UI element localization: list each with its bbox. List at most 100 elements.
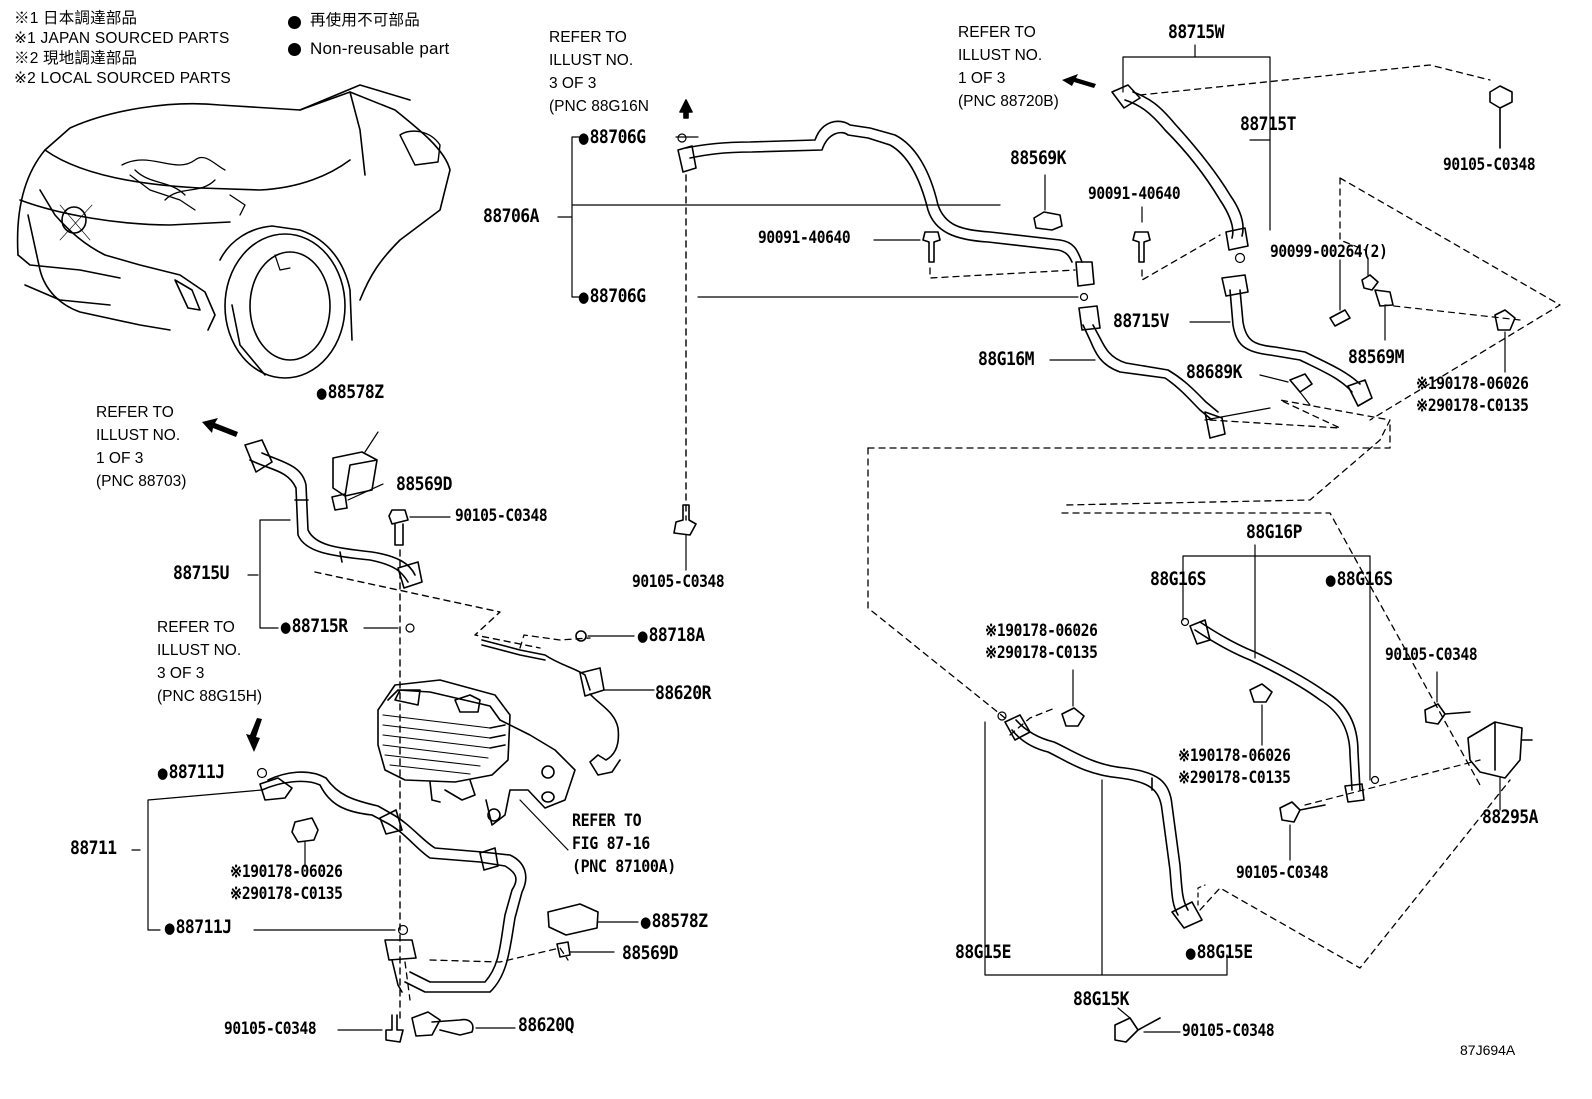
protector-88578Z-bottom: [547, 903, 599, 936]
part-label-90105-C0348-d[interactable]: 90105-C0348: [1443, 155, 1536, 174]
part-label-88G16S-left[interactable]: 88G16S: [1150, 568, 1206, 590]
legend-nonreuse-jp: 再使用不可部品: [310, 12, 420, 29]
clip-88569D-bottom: [556, 941, 571, 958]
hose-88715U: [244, 439, 423, 589]
part-label-90091-40640-a[interactable]: 90091-40640: [758, 228, 851, 247]
arrow-icon-pnc88703: [202, 418, 238, 437]
bolt-90105-left-top: [388, 509, 409, 546]
cooler-87100A: [377, 679, 576, 826]
part-label-190178-06026-b[interactable]: ※190178-06026: [1416, 374, 1529, 393]
part-label-90105-C0348-f[interactable]: 90105-C0348: [1236, 863, 1329, 882]
part-label-88569D-bottom[interactable]: 88569D: [622, 942, 678, 964]
arrow-up-icon: [679, 99, 693, 119]
illustration-code: 87J694A: [1460, 1042, 1516, 1058]
vehicle-illustration: [16, 84, 451, 379]
part-label-90091-40640-b[interactable]: 90091-40640: [1088, 184, 1181, 203]
grommet-190178-bottom: [1061, 707, 1085, 727]
part-label-88G15E-right[interactable]: 88G15E: [1185, 943, 1253, 962]
bolt-90105-top-right: [1489, 85, 1513, 149]
part-label-290178-C0135-d[interactable]: ※290178-C0135: [1178, 768, 1291, 787]
part-label-88715U[interactable]: 88715U: [173, 562, 229, 584]
part-label-88569D-top[interactable]: 88569D: [396, 473, 452, 495]
refer-note-88720B: REFER TO ILLUST NO. 1 OF 3 (PNC 88720B): [958, 24, 1059, 110]
protector-88578Z-top: [332, 451, 378, 497]
sensor-88295A: [1467, 721, 1533, 779]
sensor-wire-88718A: [481, 639, 591, 691]
part-label-88711J-bottom[interactable]: 88711J: [164, 918, 232, 937]
grommet-190178-mid: [1249, 683, 1273, 703]
refer-note-87100A: REFER TO FIG 87-16 (PNC 87100A): [572, 811, 676, 877]
part-label-88711[interactable]: 88711: [70, 837, 117, 859]
bolt-90091-right: [1132, 231, 1151, 263]
part-label-88620R[interactable]: 88620R: [655, 682, 711, 704]
part-label-88706G-bottom[interactable]: 88706G: [578, 287, 646, 306]
legend-japan-en: ※1 JAPAN SOURCED PARTS: [14, 30, 230, 47]
bolt-90105-bottom-left: [385, 1014, 404, 1043]
hose-88G16M: [1078, 305, 1226, 439]
part-label-88715V[interactable]: 88715V: [1113, 310, 1169, 332]
legend-local-en: ※2 LOCAL SOURCED PARTS: [14, 70, 231, 87]
part-label-290178-C0135-c[interactable]: ※290178-C0135: [985, 643, 1098, 662]
bolt-90105-right-lower: [1279, 801, 1326, 823]
part-label-90099-00264[interactable]: 90099-00264(2): [1270, 242, 1388, 261]
part-label-190178-06026-d[interactable]: ※190178-06026: [1178, 746, 1291, 765]
part-label-88G16P[interactable]: 88G16P: [1246, 521, 1302, 543]
part-label-88569K[interactable]: 88569K: [1010, 147, 1066, 169]
part-label-90105-C0348-a[interactable]: 90105-C0348: [455, 506, 548, 525]
pipe-88G16P: [1189, 619, 1365, 803]
bolt-90099: [1329, 274, 1379, 327]
part-label-90105-C0348-g[interactable]: 90105-C0348: [1182, 1021, 1275, 1040]
part-label-88G15E-left[interactable]: 88G15E: [955, 941, 1011, 963]
part-label-88569M[interactable]: 88569M: [1348, 346, 1404, 368]
part-label-88715R[interactable]: 88715R: [280, 617, 348, 636]
part-label-88706A[interactable]: 88706A: [483, 205, 539, 227]
part-label-290178-C0135-b[interactable]: ※290178-C0135: [1416, 396, 1529, 415]
part-label-88G16M[interactable]: 88G16M: [978, 348, 1034, 370]
part-label-90105-C0348-c[interactable]: 90105-C0348: [632, 572, 725, 591]
refer-note-88G15H: REFER TO ILLUST NO. 3 OF 3 (PNC 88G15H): [157, 619, 263, 705]
bolt-90105-bottom-right: [1114, 1017, 1161, 1043]
part-label-88578Z-bottom[interactable]: 88578Z: [640, 912, 708, 931]
sensor-88620R: [579, 667, 621, 776]
part-label-88295A[interactable]: 88295A: [1482, 806, 1538, 828]
part-label-88G16S-right[interactable]: 88G16S: [1325, 570, 1393, 589]
legend-nonreuse-en: Non-reusable part: [310, 39, 450, 58]
part-label-90105-C0348-b[interactable]: 90105-C0348: [224, 1019, 317, 1038]
hose-88715V: [1221, 274, 1373, 407]
part-label-88578Z-top[interactable]: 88578Z: [316, 383, 384, 402]
part-label-190178-06026-a[interactable]: ※190178-06026: [230, 862, 343, 881]
hose-88G15K: [1004, 714, 1203, 929]
part-label-90105-C0348-e[interactable]: 90105-C0348: [1385, 645, 1478, 664]
part-label-88718A[interactable]: 88718A: [637, 626, 705, 645]
refer-note-88G16N: REFER TO ILLUST NO. 3 OF 3 (PNC 88G16N: [549, 29, 649, 115]
grommet-190178-right: [1494, 309, 1516, 331]
clip-88569K: [1033, 211, 1063, 231]
part-label-290178-C0135-a[interactable]: ※290178-C0135: [230, 884, 343, 903]
refer-note-88703: REFER TO ILLUST NO. 1 OF 3 (PNC 88703): [96, 404, 187, 490]
sensor-88620Q: [411, 1011, 474, 1037]
part-label-88715W[interactable]: 88715W: [1168, 21, 1224, 43]
bolt-90091-center: [922, 231, 941, 263]
part-label-88G15K[interactable]: 88G15K: [1073, 988, 1129, 1010]
hose-88706A: [677, 120, 1095, 287]
bolt-90105-center: [673, 504, 697, 536]
part-label-88706G-top[interactable]: 88706G: [578, 128, 646, 147]
arrow-icon-pnc88G15H: [246, 718, 262, 752]
part-label-88715T[interactable]: 88715T: [1240, 113, 1296, 135]
part-label-88711J-top[interactable]: 88711J: [157, 763, 225, 782]
bolt-90105-right-upper: [1424, 703, 1471, 725]
clip-88569D-top: [331, 493, 348, 511]
part-label-190178-06026-c[interactable]: ※190178-06026: [985, 621, 1098, 640]
nonreusable-dot-icon: [288, 16, 301, 29]
part-label-88689K[interactable]: 88689K: [1186, 361, 1242, 383]
arrow-icon-pnc88720B: [1062, 74, 1096, 88]
clip-88689K: [1289, 373, 1313, 393]
legend-local-jp: ※2 現地調達部品: [14, 50, 138, 67]
grommet-190178-left: [291, 817, 319, 843]
hose-88715W: [1111, 84, 1249, 251]
part-label-88620Q[interactable]: 88620Q: [518, 1014, 574, 1036]
legend-japan-jp: ※1 日本調達部品: [14, 10, 138, 27]
hose-88711: [259, 771, 527, 993]
